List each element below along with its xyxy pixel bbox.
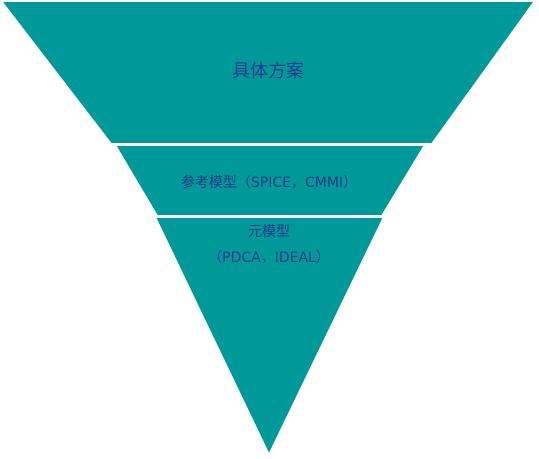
layer-reference-model: 参考模型（SPICE，CMMI） bbox=[113, 144, 427, 217]
layer-specific-solution-label: 具体方案 bbox=[232, 61, 304, 82]
layer-meta-model: 元模型 （PDCA，IDEAL） bbox=[153, 216, 386, 458]
layer-meta-model-label-line2: （PDCA，IDEAL） bbox=[208, 250, 330, 266]
layer-meta-model-shape bbox=[153, 216, 386, 458]
layer-specific-solution-shape bbox=[0, 0, 537, 145]
layer-specific-solution: 具体方案 bbox=[0, 0, 537, 145]
layer-meta-model-label-line1: 元模型 bbox=[248, 224, 290, 240]
layer-reference-model-label: 参考模型（SPICE，CMMI） bbox=[181, 174, 357, 191]
